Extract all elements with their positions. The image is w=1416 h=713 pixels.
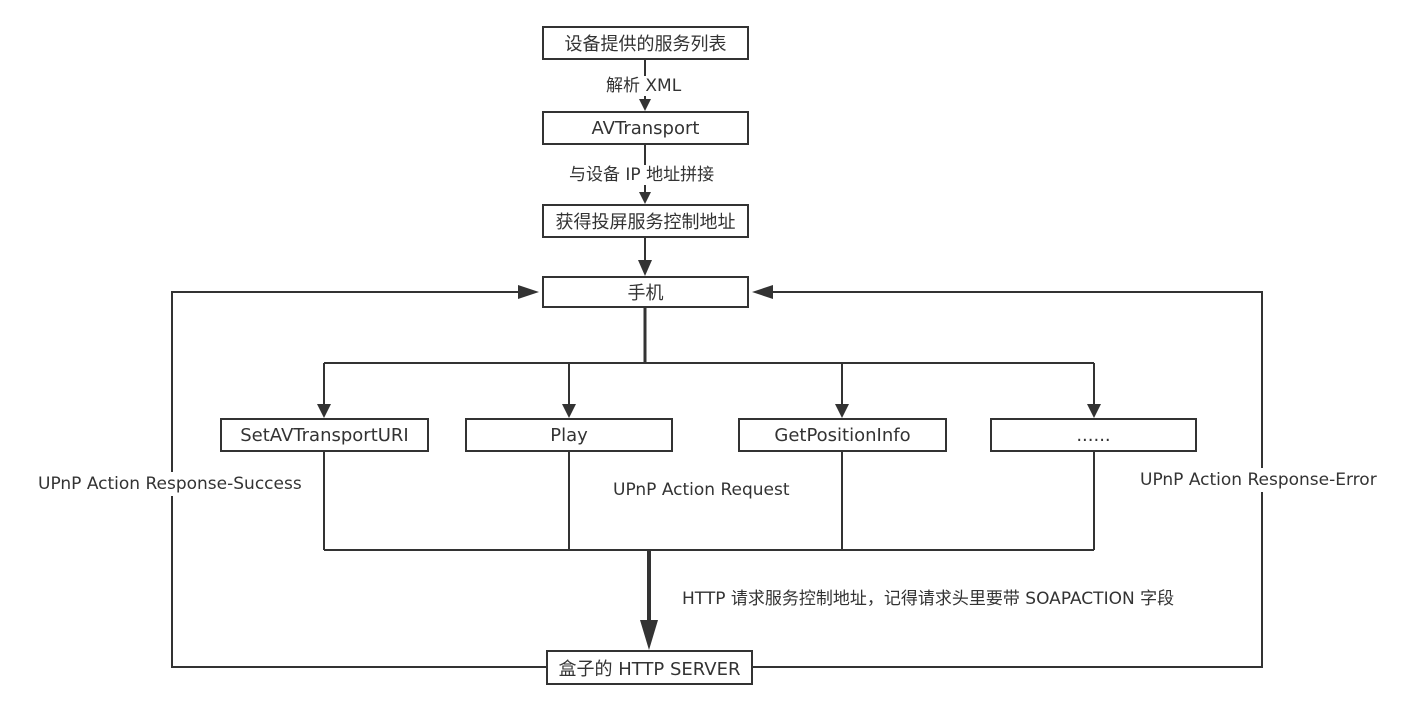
arrowhead-more [1087,404,1101,418]
node-play: Play [465,418,673,452]
edge-label-join-ip: 与设备 IP 地址拼接 [569,165,715,186]
arrowhead-error [752,285,773,299]
arrowhead-control [639,192,651,204]
node-phone: 手机 [542,276,749,308]
node-http-server: 盒子的 HTTP SERVER [546,650,753,685]
arrowhead-seturi [317,404,331,418]
node-avtransport: AVTransport [542,111,749,145]
edge-label-parse-xml: 解析 XML [606,76,682,97]
edge-label-action-request: UPnP Action Request [613,480,790,500]
arrowhead-phone [638,260,652,276]
node-service-list: 设备提供的服务列表 [542,26,749,60]
arrowhead-avtransport [639,99,651,111]
edge-label-response-error: UPnP Action Response-Error [1140,468,1377,493]
arrowhead-getpos [835,404,849,418]
node-set-av-transport-uri: SetAVTransportURI [220,418,429,452]
arrowhead-play [562,404,576,418]
arrowhead-http-server [640,620,658,650]
arrowhead-success [518,285,539,299]
node-control-url: 获得投屏服务控制地址 [542,204,749,238]
edge-label-response-success: UPnP Action Response-Success [38,472,302,497]
node-get-position-info: GetPositionInfo [738,418,947,452]
edge-label-http-request: HTTP 请求服务控制地址，记得请求头里要带 SOAPACTION 字段 [682,589,1175,610]
node-more-actions: ...... [990,418,1197,452]
